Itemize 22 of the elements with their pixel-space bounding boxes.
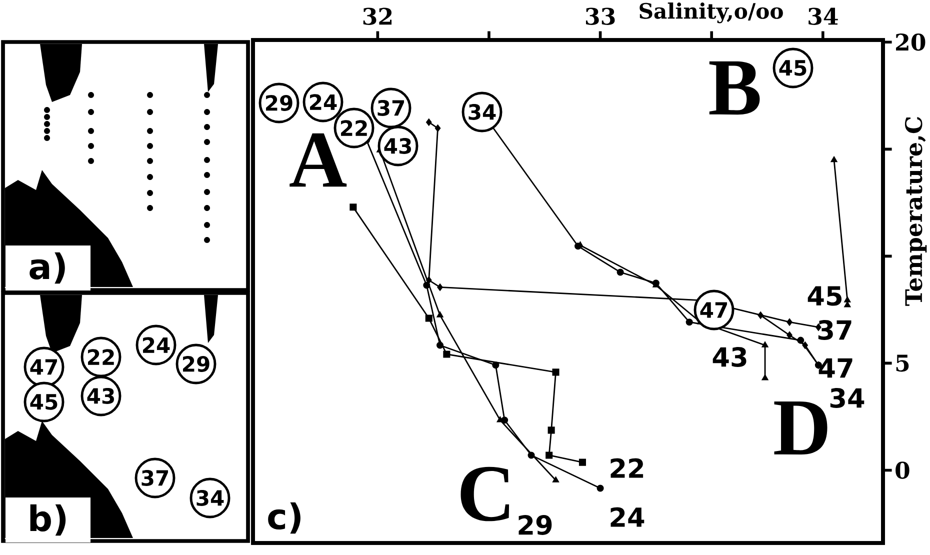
station-number: 34 [830, 388, 864, 408]
panel-label: c) [268, 502, 300, 534]
y-axis-title: Temperature,C [904, 117, 927, 306]
station-number: 24 [610, 507, 644, 527]
station-number: 45 [808, 286, 842, 306]
region-letter: D [774, 401, 828, 455]
panel-label: b) [6, 498, 90, 542]
station-number: 47 [818, 358, 852, 378]
region-letter: B [709, 61, 760, 115]
station-number: 37 [818, 320, 852, 340]
x-tick-label: 34 [808, 8, 838, 26]
x-tick-label: 33 [586, 8, 615, 26]
station-number: 29 [518, 515, 552, 535]
region-letter: C [460, 466, 510, 522]
y-tick-label: 5 [896, 354, 909, 372]
y-tick-label: 20 [896, 34, 926, 51]
x-tick-label: 32 [363, 8, 392, 26]
station-number: 43 [712, 347, 746, 367]
y-tick-label: 0 [896, 462, 910, 479]
x-axis-title: Salinity,o/oo [640, 2, 783, 24]
panel-label: a) [6, 246, 90, 290]
station-number: 22 [610, 458, 644, 478]
